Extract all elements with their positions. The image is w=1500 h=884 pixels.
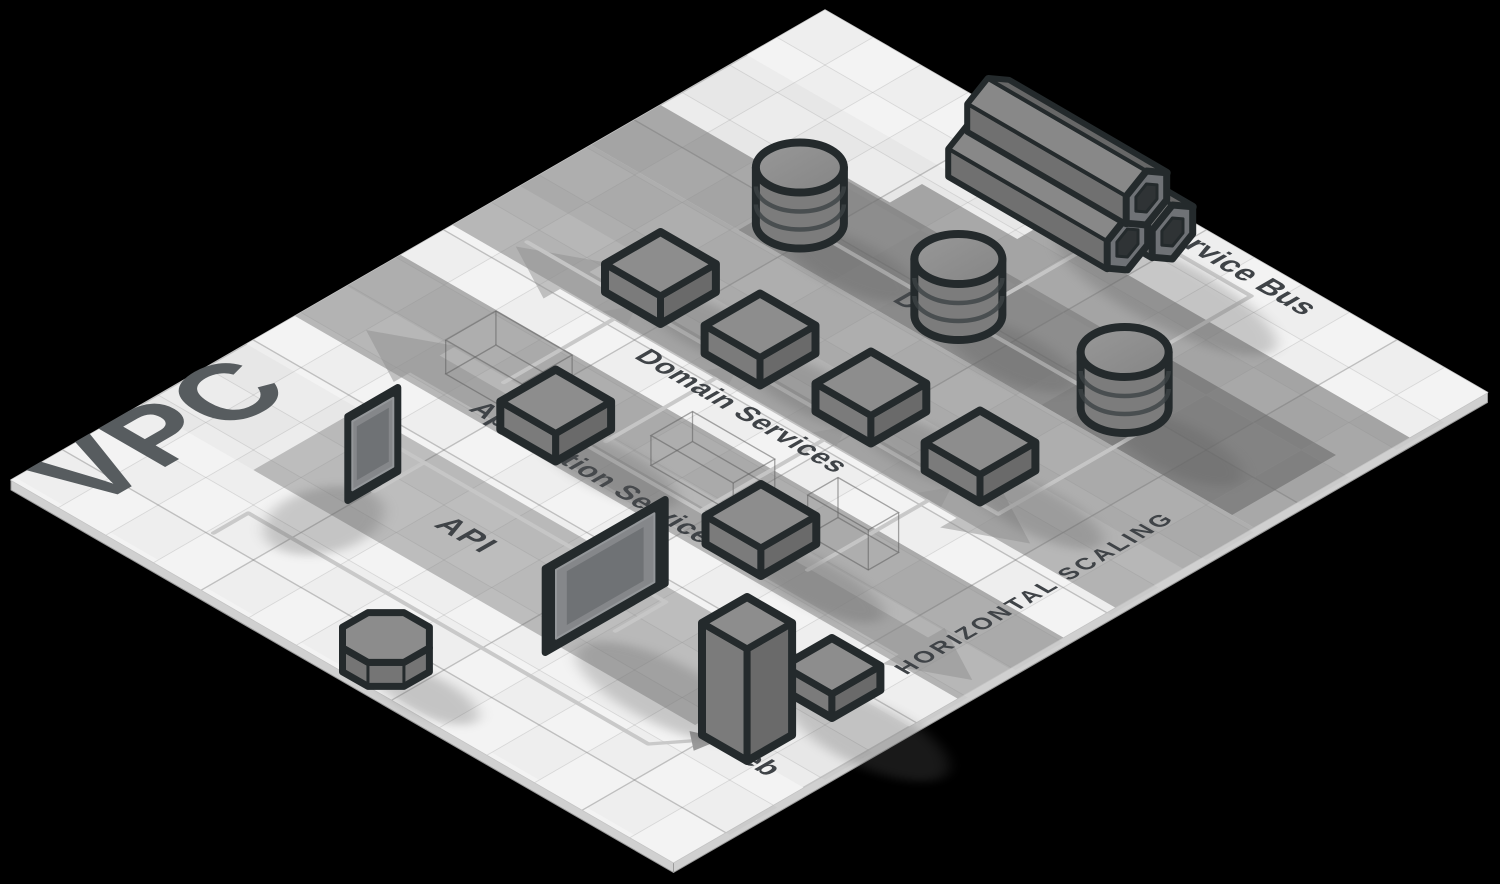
- domain-service-node-3: [811, 347, 931, 448]
- monitor-client: [541, 496, 669, 656]
- cube-outline: [920, 406, 1040, 507]
- cylinder-separator: [1078, 388, 1171, 417]
- connector-line-8: [371, 461, 426, 494]
- connector-line-12: [210, 511, 707, 746]
- cube-outline: [811, 347, 931, 448]
- grid-line-v: [586, 147, 1250, 531]
- cylinder-separator: [912, 295, 1005, 323]
- tube-hole: [1160, 216, 1185, 248]
- panel-screen: [356, 407, 389, 481]
- band-api_band-6: [253, 409, 801, 725]
- grid-line-v: [110, 422, 774, 806]
- tablet-client: [344, 384, 402, 504]
- grid-line-u: [248, 147, 1064, 618]
- connector-line-1: [603, 370, 729, 444]
- panel-screen: [566, 527, 644, 625]
- app-service-node-2: [701, 480, 821, 580]
- cylinder-separator: [912, 277, 1005, 305]
- service-bus-pipes: [945, 75, 1197, 274]
- connector-arrowhead-3: [916, 487, 952, 507]
- database-cylinder-2: [910, 230, 1007, 344]
- tube-hole: [1115, 227, 1140, 259]
- cube-outline: [496, 365, 616, 466]
- database-cylinder-3: [1076, 323, 1173, 437]
- cylinder-top: [751, 138, 848, 197]
- grid-line-u: [58, 37, 874, 508]
- tube-hole: [1134, 182, 1159, 214]
- grid-line-v: [300, 312, 964, 696]
- cylinder-top: [910, 230, 1007, 288]
- octagon-node: [339, 609, 433, 690]
- grid-line-u: [391, 229, 1207, 701]
- grid-line-u: [629, 367, 1445, 838]
- grid-line-v: [443, 229, 1108, 613]
- connector-line-2: [700, 432, 836, 512]
- cube-outline: [701, 480, 821, 580]
- connector-arrowhead-2: [812, 426, 847, 447]
- cube-outline: [601, 228, 720, 328]
- connector-line-3: [804, 493, 941, 572]
- cylinder-separator: [1078, 370, 1171, 399]
- band-band_upper-5: [346, 255, 1064, 669]
- app-service-node-1: [496, 365, 616, 466]
- web-server-tower: [698, 593, 797, 765]
- shadow-11: [263, 485, 384, 556]
- cylinder-separator: [753, 186, 847, 214]
- octagon-top: [339, 609, 433, 666]
- objects: [339, 75, 1197, 765]
- grid-line-v: [729, 64, 1393, 448]
- connector-line-0: [500, 311, 626, 385]
- domain-service-node-2: [700, 289, 820, 390]
- connector-arrowhead-0: [602, 305, 638, 326]
- connector-line-7: [385, 440, 669, 633]
- grid-line-u: [343, 202, 1159, 673]
- strip-1: [400, 225, 1116, 638]
- grid-line-v: [348, 284, 1012, 668]
- domain-service-node-1: [601, 228, 720, 328]
- cube-outline: [700, 289, 820, 390]
- cylinder-separator: [753, 204, 847, 232]
- database-cylinder-1: [751, 138, 848, 253]
- cube-outline: [698, 593, 797, 765]
- domain-service-node-4: [920, 406, 1040, 507]
- grid-line-v: [395, 257, 1060, 641]
- cylinder-top: [1076, 323, 1173, 381]
